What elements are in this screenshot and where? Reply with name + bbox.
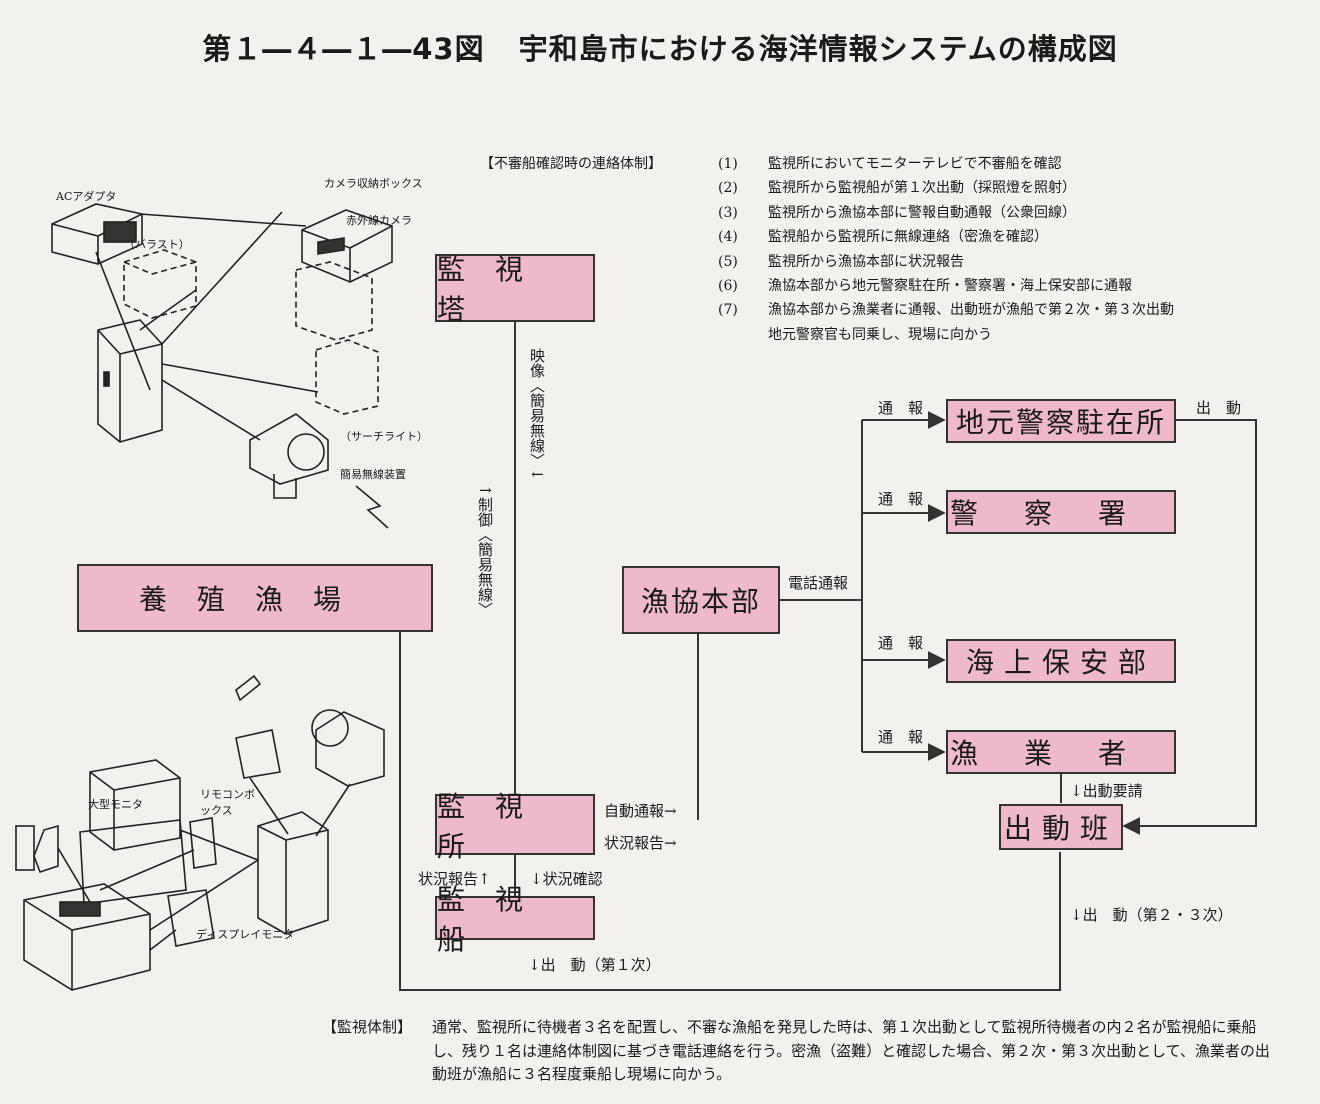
line-farm-bottom-squad [399, 632, 1061, 991]
police-box-node: 地元警察駐在所 [946, 399, 1176, 443]
squad-node: 出動班 [999, 804, 1123, 850]
farm-box: 養殖漁場 [77, 564, 433, 632]
caption-big-monitor: 大型モニタ [88, 798, 143, 811]
hq-box: 漁協本部 [622, 566, 780, 634]
label-notify-coast-guard: 通 報 [878, 634, 924, 652]
monitoring-header: 【監視体制】 [322, 1018, 413, 1036]
label-notify-police: 通 報 [878, 490, 924, 508]
procedure-step: (2)監視所から監視船が第１次出動（採照燈を照射） [718, 180, 1076, 197]
procedure-step: (3)監視所から漁協本部に警報自動通報（公衆回線） [718, 204, 1076, 221]
label-phone-alert: 電話通報 [788, 574, 849, 592]
caption-display-monitor: ディスプレイモニタ [196, 928, 295, 941]
procedure-step: (5)監視所から漁協本部に状況報告 [718, 253, 964, 270]
procedure-step: (7)漁協本部から漁業者に通報、出動班が漁船で第２次・第３次出動 [718, 302, 1174, 319]
caption-ballast: （バラスト） [124, 238, 190, 251]
procedure-step: (4)監視船から監視所に無線連絡（密漁を確認） [718, 229, 1048, 246]
procedure-header: 【不審船確認時の連絡体制】 [480, 156, 662, 172]
procedure-step: (1)監視所においてモニターテレビで不審船を確認 [718, 156, 1062, 172]
station-equipment-illustration [15, 674, 385, 991]
label-dispatch: 出 動 [1196, 399, 1242, 417]
arrow-police-box-squad [1122, 419, 1257, 835]
label-notify-police-box: 通 報 [878, 399, 924, 417]
label-status-report: 状況報告→ [604, 834, 677, 852]
caption-ir-camera: 赤外線カメラ [346, 214, 412, 227]
caption-remote-box: リモコンボックス [200, 788, 255, 817]
station-box: 監視所 [435, 790, 595, 863]
label-control: ↑制御〈簡易無線〉 [476, 484, 494, 617]
label-status-check: ↓状況確認 [530, 870, 603, 888]
label-notify-fishers: 通 報 [878, 728, 924, 746]
label-dispatch-1: ↓出 動（第１次） [528, 956, 661, 974]
caption-camera-box: カメラ収納ボックス [324, 177, 423, 190]
police-node: 警察署 [946, 490, 1176, 534]
label-auto-alert: 自動通報→ [604, 802, 677, 820]
figure-title: 宇和島市における海洋情報システムの構成図 [518, 32, 1118, 66]
monitoring-text: 通常、監視所に待機者３名を配置し、不審な漁船を発見した時は、第１次出動として監視… [432, 1018, 1270, 1083]
label-dispatch-request: ↓出動要請 [1070, 782, 1143, 800]
fishers-node: 漁業者 [946, 730, 1176, 774]
boat-box: 監視船 [435, 883, 595, 956]
diagram-title: 第１―４―１―43図宇和島市における海洋情報システムの構成図 [0, 26, 1320, 68]
procedure-step: 地元警察官も同乗し、現場に向かう [768, 326, 992, 343]
coast-guard-node: 海上保安部 [946, 639, 1176, 683]
figure-number: 第１―４―１―43図 [202, 32, 485, 66]
tower-box: 監視塔 [435, 253, 595, 326]
caption-ac-adapter: ACアダプタ [56, 190, 117, 203]
label-boat-report: 状況報告↑ [418, 870, 491, 888]
caption-radio: 簡易無線装置 [340, 468, 406, 481]
procedure-steps: (1)監視所においてモニターテレビで不審船を確認 (2)監視所から監視船が第１次… [718, 152, 1174, 347]
tower-equipment-illustration [51, 203, 393, 529]
label-dispatch-23: ↓出 動（第２・３次） [1070, 906, 1233, 924]
label-video: 映像〈簡易無線〉↓ [528, 348, 546, 481]
caption-searchlight: （サーチライト） [340, 430, 428, 443]
procedure-step: (6)漁協本部から地元警察駐在所・警察署・海上保安部に通報 [718, 278, 1132, 295]
